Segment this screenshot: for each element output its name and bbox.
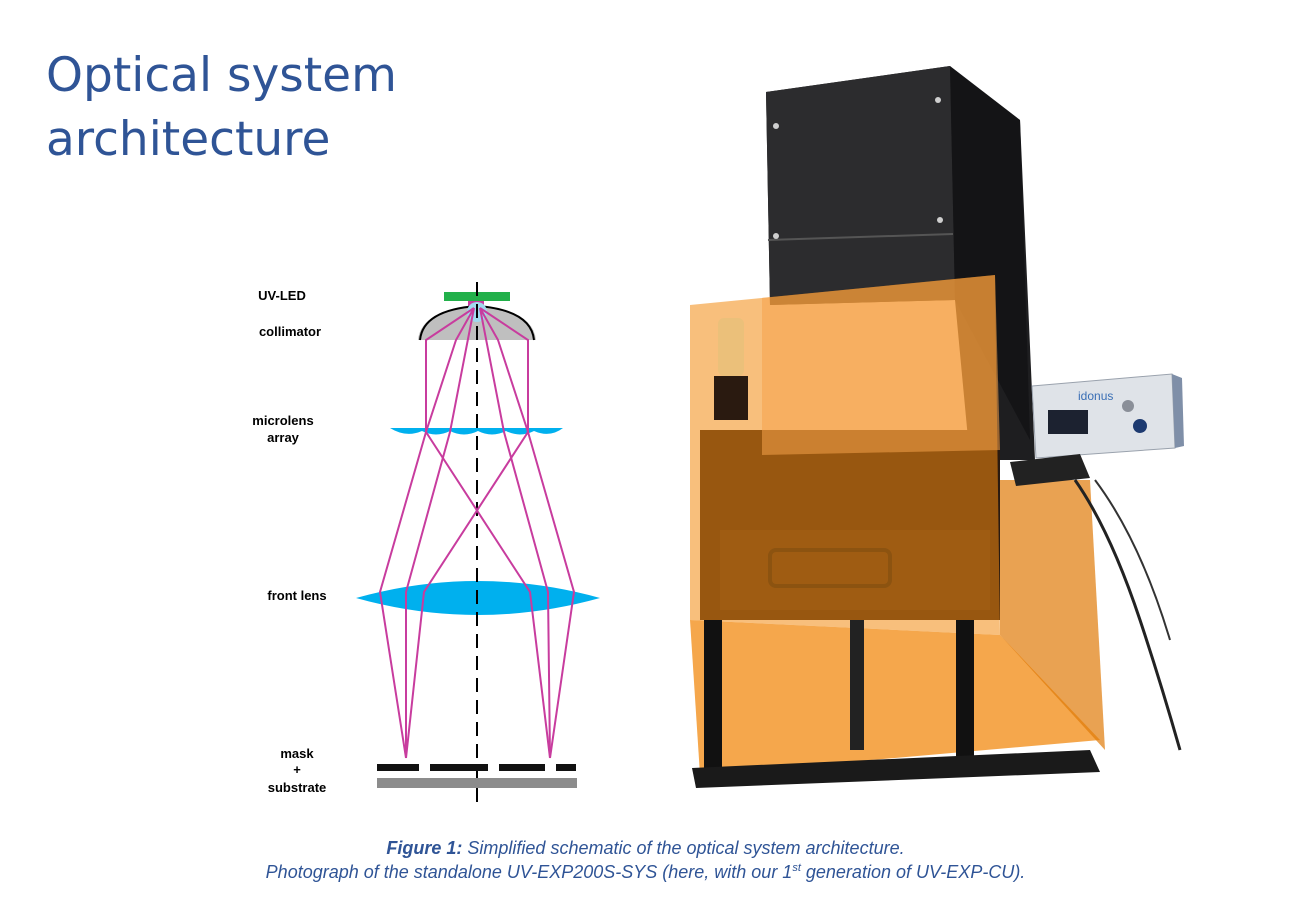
led-mount xyxy=(714,376,748,420)
caption-figure-label: Figure 1: xyxy=(386,838,463,858)
label-collimator: collimator xyxy=(259,324,321,339)
led-housing xyxy=(718,318,744,376)
base-plate xyxy=(692,750,1100,788)
system-photograph: idonus xyxy=(690,66,1184,788)
light-rays xyxy=(378,307,576,759)
caption-line-2-text-a: Photograph of the standalone UV-EXP200S-… xyxy=(265,862,793,882)
figure-caption: Figure 1: Simplified schematic of the op… xyxy=(0,836,1291,884)
collimator-lens xyxy=(418,306,536,340)
leg-front-right xyxy=(956,620,974,770)
cable-2 xyxy=(1094,479,1171,641)
label-mask-line3: substrate xyxy=(268,780,327,795)
tower-front xyxy=(766,66,955,305)
caption-line-1: Figure 1: Simplified schematic of the op… xyxy=(0,836,1291,860)
leg-back xyxy=(850,620,864,750)
title-line-2: architecture xyxy=(46,112,331,167)
label-mask-line1: mask xyxy=(280,746,314,761)
orange-shield-front xyxy=(762,275,1000,455)
cable-1 xyxy=(1073,479,1182,751)
caption-line-2: Photograph of the standalone UV-EXP200S-… xyxy=(0,860,1291,884)
controller-screen xyxy=(1048,410,1088,434)
orange-shield-lower xyxy=(690,620,1100,775)
microlens-array xyxy=(390,428,563,435)
controller-shelf xyxy=(1010,454,1090,486)
controller-knob xyxy=(1122,400,1134,412)
uv-led-bar xyxy=(444,292,510,301)
controller-side xyxy=(1172,374,1184,448)
controller-button xyxy=(1133,419,1147,433)
tower-seam xyxy=(767,233,954,241)
label-front-lens: front lens xyxy=(267,588,326,603)
mask xyxy=(377,764,576,771)
label-microlens-line1: microlens xyxy=(252,413,313,428)
caption-superscript: st xyxy=(792,862,801,874)
substrate xyxy=(377,778,577,788)
label-microlens-line2: array xyxy=(267,430,300,445)
label-uv-led: UV-LED xyxy=(258,288,306,303)
caption-line-1-text: Simplified schematic of the optical syst… xyxy=(462,838,905,858)
tower-side xyxy=(950,66,1030,440)
optical-schematic: UV-LED collimator microlens array front … xyxy=(252,282,600,805)
label-mask-line2: + xyxy=(293,762,301,777)
title-line-1: Optical system xyxy=(46,48,397,103)
leg-front-left xyxy=(704,620,722,770)
caption-line-2-text-b: generation of UV-EXP-CU). xyxy=(800,862,1026,882)
page-title: Optical system architecture xyxy=(46,44,646,172)
orange-shield-side xyxy=(1000,480,1105,750)
controller-brand: idonus xyxy=(1078,389,1113,403)
